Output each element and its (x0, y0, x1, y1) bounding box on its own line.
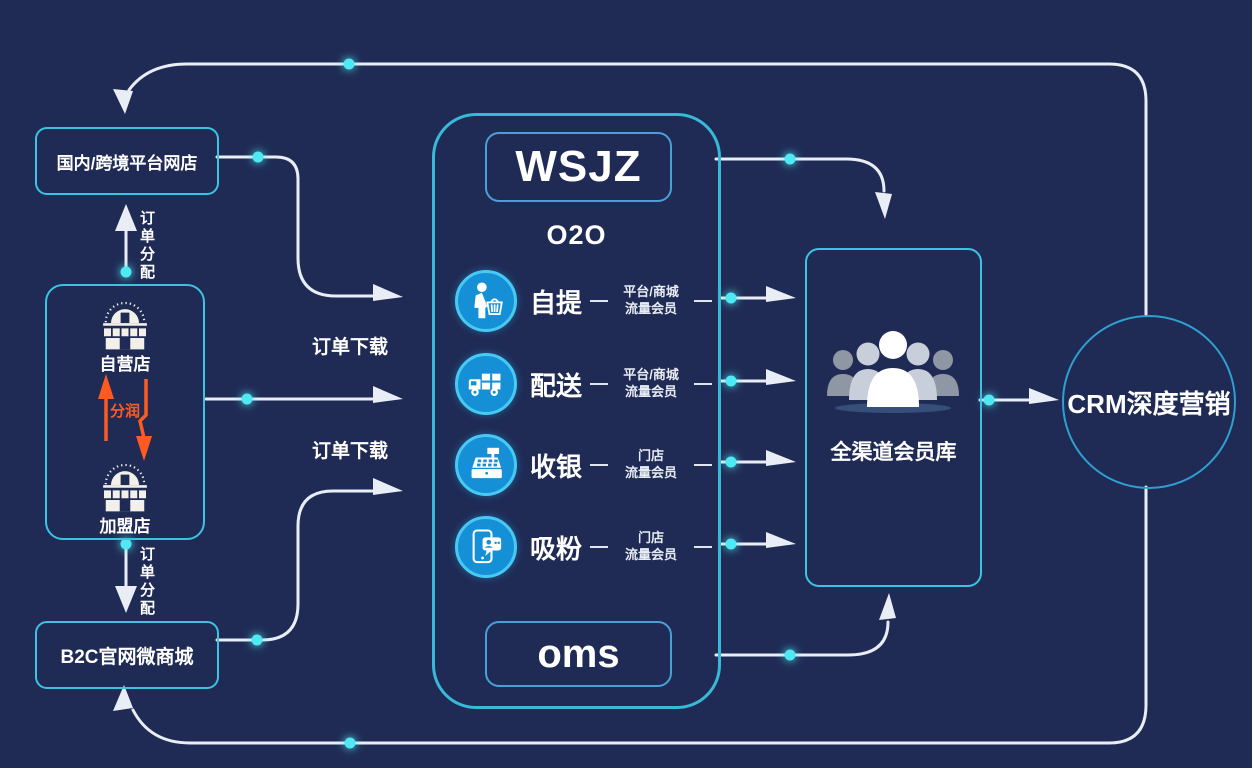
fans-member-tag: 门店 流量会员 (625, 530, 678, 562)
oms-pill: oms (485, 621, 672, 687)
wsjz-title: WSJZ (515, 142, 642, 191)
central-top-to-member-line (714, 157, 886, 193)
member-database-label: 全渠道会员库 (830, 441, 957, 464)
crm-marketing-label: CRM深度营销 (1067, 388, 1231, 419)
cashier-label: 收银 (530, 451, 583, 482)
dash (590, 464, 609, 466)
service-row-fans: 吸粉 门店 流量会员 (455, 514, 713, 580)
dash (694, 464, 713, 466)
phone-chat-icon (455, 516, 517, 578)
cash-register-icon (455, 434, 517, 496)
b2c-mall-label: B2C官网微商城 (60, 646, 194, 668)
crm-marketing-circle: CRM深度营销 (1062, 315, 1236, 489)
platform-store-label: 国内/跨境平台网店 (56, 153, 198, 173)
member-database-box: 全渠道会员库 (805, 248, 982, 587)
person-basket-icon (455, 270, 517, 332)
storefront-icon (89, 296, 161, 352)
dash (590, 300, 609, 302)
wsjz-platform-box: WSJZ O2O (432, 113, 721, 709)
platform-to-central-line (215, 155, 376, 298)
oms-label: oms (537, 631, 620, 676)
crowd-icon (818, 322, 968, 414)
storefront-icon (89, 458, 161, 514)
pickup-member-tag: 平台/商城 流量会员 (623, 284, 679, 316)
order-allocation-top-label: 订单分配 (138, 210, 155, 282)
self-store-label: 自营店 (99, 355, 151, 374)
wsjz-title-pill: WSJZ (485, 132, 672, 202)
order-download-top-label: 订单下载 (311, 337, 388, 358)
dash (694, 300, 713, 302)
delivery-member-tag: 平台/商城 流量会员 (623, 367, 679, 399)
service-row-cashier: 收银 门店 流量会员 (455, 432, 713, 498)
fans-label: 吸粉 (530, 533, 583, 564)
oms-to-member-line (714, 620, 890, 657)
cashier-member-tag: 门店 流量会员 (625, 448, 678, 480)
service-row-delivery: 配送 平台/商城 流量会员 (455, 351, 713, 417)
platform-store-box: 国内/跨境平台网店 (35, 127, 219, 195)
dash (694, 383, 713, 385)
dash (694, 546, 713, 548)
profit-share-label: 分润 (110, 403, 141, 420)
dash (590, 383, 609, 385)
order-allocation-bottom-label: 订单分配 (138, 546, 155, 618)
b2c-to-central-line (215, 489, 376, 642)
order-download-bottom-label: 订单下载 (311, 441, 388, 462)
pickup-label: 自提 (530, 287, 583, 318)
delivery-truck-icon (455, 353, 517, 415)
franchise-store-label: 加盟店 (99, 517, 151, 536)
service-row-pickup: 自提 平台/商城 流量会员 (455, 268, 713, 334)
b2c-mall-box: B2C官网微商城 (35, 621, 219, 689)
o2o-subtitle: O2O (546, 220, 607, 250)
dash (590, 546, 609, 548)
delivery-label: 配送 (530, 370, 583, 401)
stores-box: 自营店 加盟店 (45, 284, 205, 540)
